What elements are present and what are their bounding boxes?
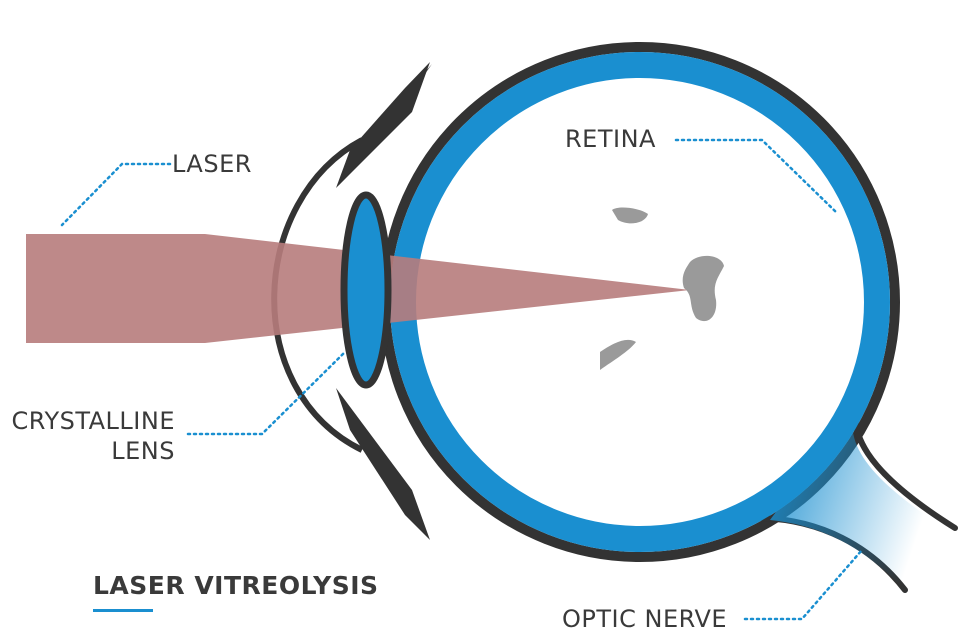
floater-center — [682, 255, 724, 322]
iris-upper-body — [336, 62, 430, 188]
retina-label: RETINA — [565, 125, 656, 153]
iris-lower — [336, 388, 430, 540]
floater-lower — [600, 339, 636, 370]
crystalline-label-line2: LENS — [111, 437, 175, 465]
diagram-title: LASER VITREOLYSIS — [93, 571, 379, 600]
leader-lens — [186, 350, 347, 436]
crystalline-lens-label: CRYSTALLINE LENS — [12, 406, 175, 466]
leader-laser — [60, 162, 172, 227]
leader-optic — [743, 548, 864, 621]
optic-nerve-fill — [770, 405, 940, 585]
laser-label: LASER — [172, 150, 252, 178]
leader-retina — [674, 138, 838, 214]
optic-nerve-label: OPTIC NERVE — [562, 605, 728, 633]
title-underline — [93, 609, 153, 612]
floater-upper — [612, 207, 648, 224]
crystalline-label-line1: CRYSTALLINE — [11, 407, 175, 435]
crystalline-lens — [340, 191, 392, 389]
